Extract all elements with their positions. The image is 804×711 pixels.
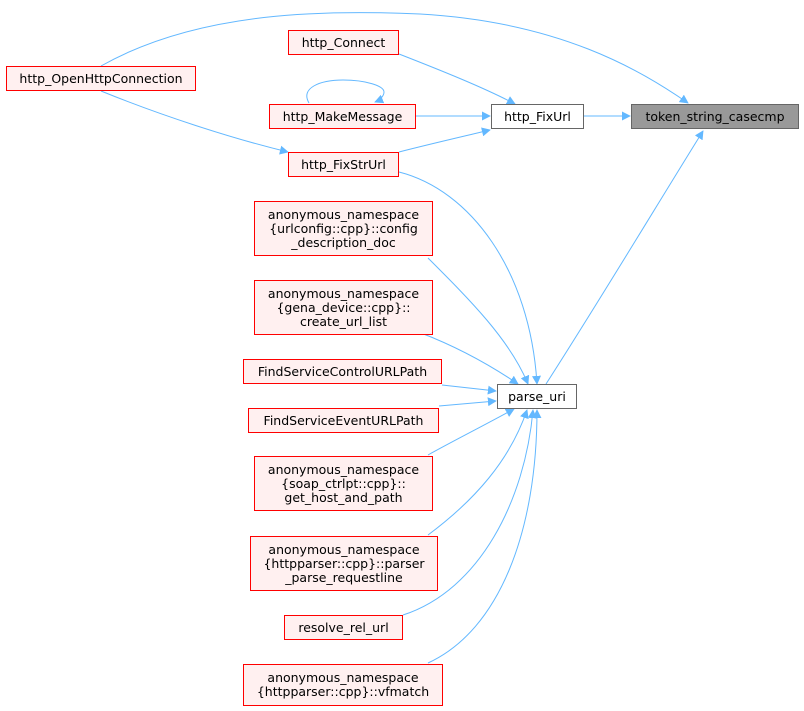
- node-http_connect[interactable]: http_Connect: [288, 30, 399, 55]
- edge-vfmatch-to-parse_uri: [427, 409, 542, 664]
- edge-get_host_and_path-to-parse_uri: [427, 408, 515, 456]
- node-http_fixurl[interactable]: http_FixUrl: [491, 104, 584, 129]
- node-label: anonymous_namespace {urlconfig::cpp}::co…: [267, 206, 420, 250]
- node-urlconfig_config_description_doc[interactable]: anonymous_namespace {urlconfig::cpp}::co…: [254, 201, 433, 256]
- edge-config_description_doc-to-parse_uri: [427, 257, 530, 385]
- node-resolve_rel_url[interactable]: resolve_rel_url: [284, 615, 403, 640]
- edge-create_url_list-to-parse_uri: [420, 332, 519, 385]
- node-label: anonymous_namespace {httpparser::cpp}::v…: [256, 670, 430, 699]
- edge-parse_uri-to-token_string_casecmp: [545, 130, 704, 385]
- node-label: FindServiceControlURLPath: [257, 363, 428, 379]
- edge-fixstrurl-to-fixurl: [398, 127, 491, 153]
- node-label: http_FixUrl: [504, 108, 571, 124]
- node-label: http_FixStrUrl: [301, 156, 386, 172]
- node-soap_ctrlpt_get_host_and_path[interactable]: anonymous_namespace {soap_ctrlpt::cpp}::…: [254, 456, 433, 511]
- node-gena_device_create_url_list[interactable]: anonymous_namespace {gena_device::cpp}::…: [254, 280, 433, 335]
- node-label: http_MakeMessage: [282, 108, 403, 124]
- node-label: FindServiceEventURLPath: [263, 412, 424, 428]
- node-httpparser_vfmatch[interactable]: anonymous_namespace {httpparser::cpp}::v…: [243, 664, 443, 706]
- node-label: http_Connect: [301, 34, 386, 50]
- node-parse_uri[interactable]: parse_uri: [497, 384, 577, 409]
- edge-parser_parse_requestline-to-parse_uri: [427, 409, 529, 536]
- node-label: http_OpenHttpConnection: [19, 70, 183, 86]
- edge-findserviceeventurlpath-to-parse_uri: [438, 397, 497, 407]
- edge-openhttpconnection-to-fixstrurl: [100, 90, 289, 155]
- node-label: anonymous_namespace {httpparser::cpp}::p…: [263, 541, 425, 585]
- node-label: anonymous_namespace {soap_ctrlpt::cpp}::…: [267, 461, 420, 505]
- edge-fixstrurl-to-parse_uri: [398, 171, 541, 385]
- node-http_makemessage[interactable]: http_MakeMessage: [269, 104, 416, 129]
- node-http_fixstrurl[interactable]: http_FixStrUrl: [288, 152, 399, 177]
- edge-connect-to-fixurl: [398, 53, 516, 105]
- node-http_openhttpconnection[interactable]: http_OpenHttpConnection: [6, 66, 196, 91]
- edge-makemessage-self-loop: [306, 79, 385, 104]
- node-findserviceeventurlpath[interactable]: FindServiceEventURLPath: [248, 408, 439, 433]
- node-label: token_string_casecmp: [645, 108, 785, 124]
- node-httpparser_parser_parse_requestline[interactable]: anonymous_namespace {httpparser::cpp}::p…: [250, 536, 438, 591]
- node-label: resolve_rel_url: [298, 619, 389, 635]
- node-token_string_casecmp[interactable]: token_string_casecmp: [631, 104, 799, 129]
- edge-findservicecontrolurlpath-to-parse_uri: [441, 384, 497, 395]
- edge-openhttpconnection-to-token_string_casecmp: [100, 11, 689, 104]
- node-label: parse_uri: [508, 388, 566, 404]
- edge-resolve_rel_url-to-parse_uri: [402, 409, 537, 616]
- node-findservicecontrolurlpath[interactable]: FindServiceControlURLPath: [243, 359, 442, 384]
- node-label: anonymous_namespace {gena_device::cpp}::…: [267, 285, 420, 329]
